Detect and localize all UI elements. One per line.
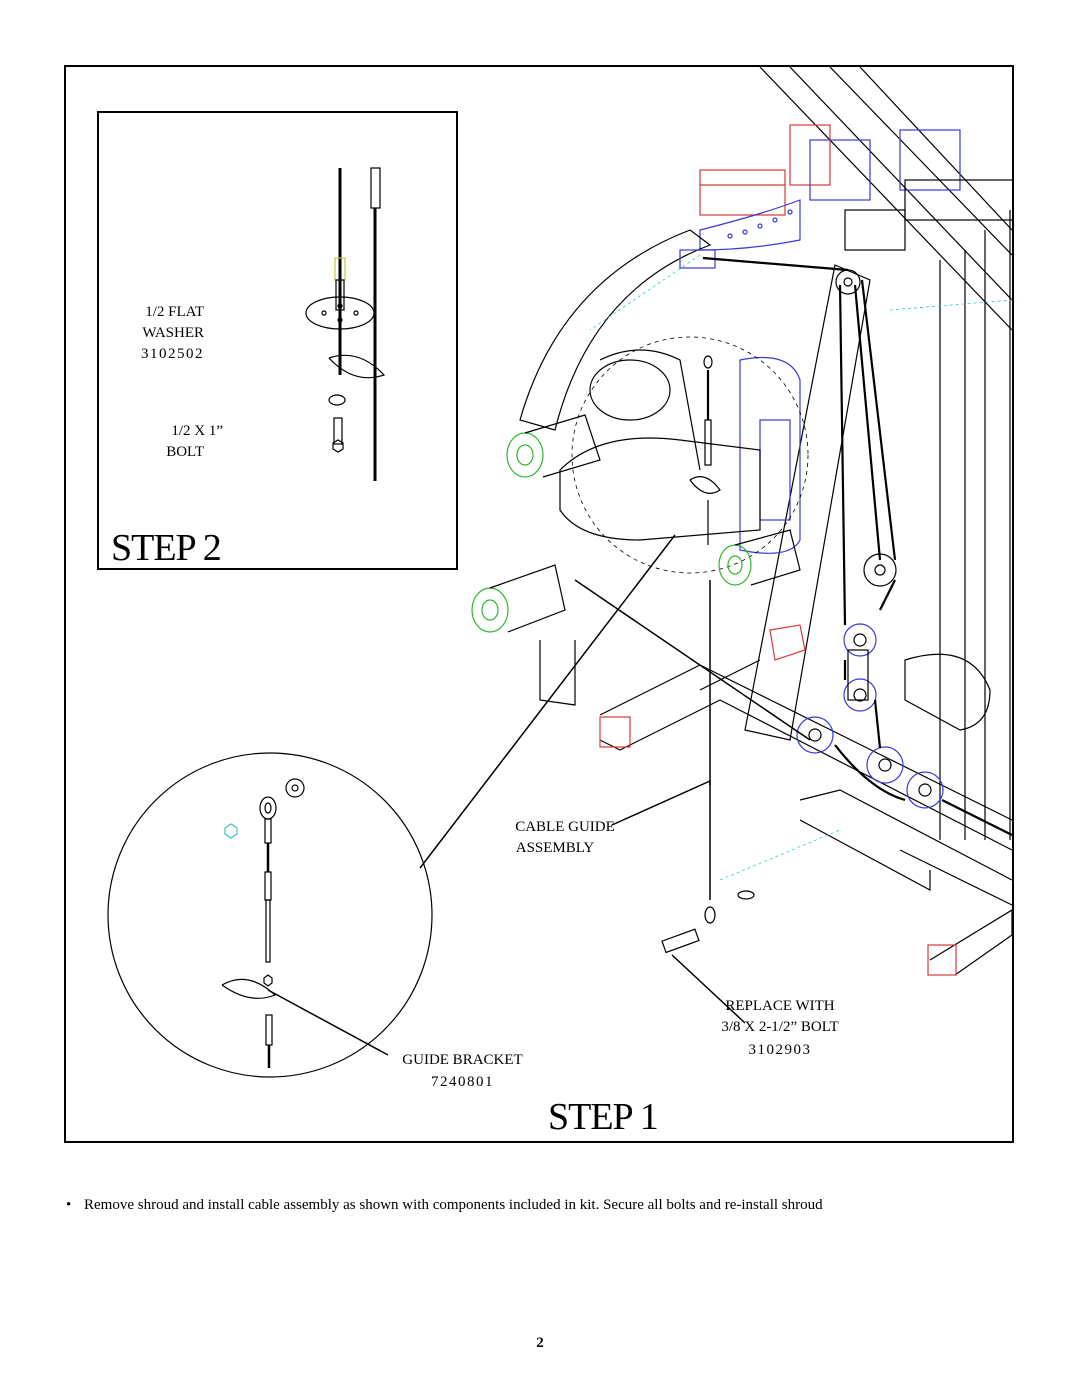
cables bbox=[702, 256, 1012, 836]
flat-washer-label-line1: 1/2 FLAT bbox=[145, 304, 204, 320]
step2-diagram bbox=[305, 167, 386, 481]
bullet-icon: • bbox=[66, 1197, 72, 1213]
guide-bracket-label: GUIDE BRACKET bbox=[402, 1052, 523, 1068]
replace-bolt-label-line1: REPLACE WITH bbox=[725, 998, 835, 1014]
flat-washer-label-line2: WASHER bbox=[142, 325, 204, 341]
back-pad bbox=[739, 356, 801, 554]
upright-posts bbox=[759, 67, 1012, 331]
right-frame bbox=[904, 179, 1012, 840]
instruction-row: • Remove shroud and install cable assembl… bbox=[66, 1195, 1026, 1215]
bolt-label-line1: 1/2 X 1” bbox=[171, 423, 223, 439]
replace-bolt-part-number: 3102903 bbox=[748, 1042, 812, 1058]
flat-washer-part-number: 3102502 bbox=[141, 346, 204, 362]
bolt-label-line2: BOLT bbox=[166, 444, 204, 460]
step2-title: STEP 2 bbox=[111, 527, 222, 569]
cable-guide-label-line1: CABLE GUIDE bbox=[515, 819, 615, 835]
cable-guide-label-line2: ASSEMBLY bbox=[515, 840, 595, 856]
top-pulley-bracket bbox=[699, 129, 961, 251]
cable-guide-assembly bbox=[661, 355, 755, 954]
detail-callout-circle bbox=[571, 336, 809, 574]
step1-frame bbox=[64, 65, 1014, 1143]
step1-title: STEP 1 bbox=[548, 1096, 659, 1138]
step1-detail-circle bbox=[107, 752, 433, 1078]
assembly-lines bbox=[589, 254, 1012, 881]
replace-bolt-label-line2: 3/8 X 2-1/2” BOLT bbox=[721, 1019, 839, 1035]
page-number: 2 bbox=[536, 1335, 544, 1351]
seat bbox=[559, 349, 761, 541]
step2-inset: 1/2 FLAT WASHER 3102502 1/2 X 1” BOLT ST… bbox=[97, 111, 458, 570]
base-frame bbox=[539, 624, 1012, 976]
instruction-text: Remove shroud and install cable assembly… bbox=[84, 1197, 823, 1213]
guide-bracket-part-number: 7240801 bbox=[431, 1074, 494, 1090]
roller-pads bbox=[471, 414, 991, 731]
press-arm bbox=[519, 209, 906, 741]
